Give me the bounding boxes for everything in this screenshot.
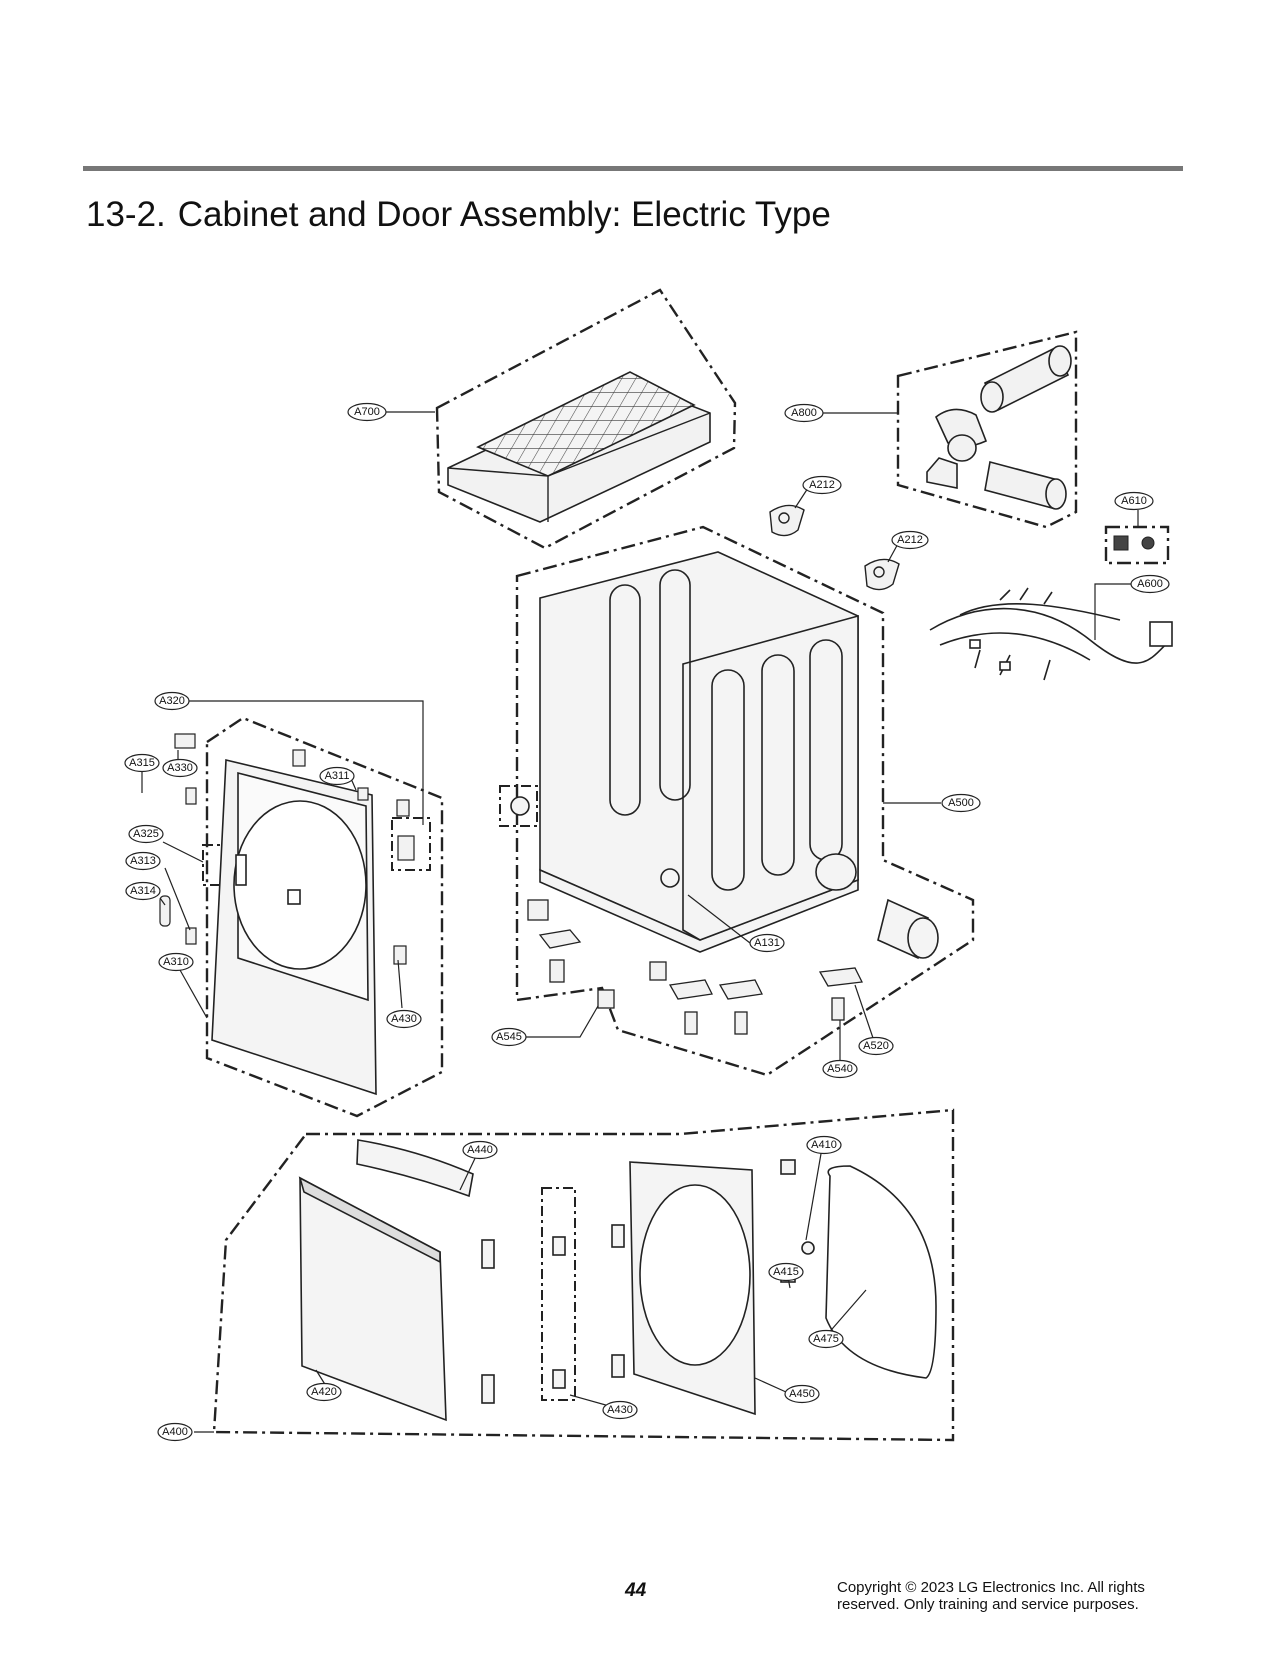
callout-a400: A400: [162, 1426, 188, 1438]
callout-oval-a520: [858, 1036, 894, 1056]
leader-a212-1: [794, 487, 809, 509]
a325-inset: [202, 844, 224, 886]
callout-a700: A700: [354, 406, 380, 418]
copyright-notice: Copyright © 2023 LG Electronics Inc. All…: [837, 1579, 1145, 1613]
a212-bracket-parts: [769, 504, 900, 591]
leader-a450: [754, 1377, 787, 1393]
callout-a310: A310: [163, 956, 189, 968]
callout-a320: A320: [159, 695, 185, 707]
callout-a311: A311: [325, 770, 350, 782]
callout-a500: A500: [948, 797, 974, 809]
callout-a430: A430: [391, 1013, 417, 1025]
top-cover-part: [447, 371, 711, 523]
a310-hinge-parts: [159, 733, 415, 965]
callout-a540: A540: [827, 1063, 853, 1075]
callout-a212: A212: [809, 479, 835, 491]
a610-part: [1113, 535, 1155, 551]
callout-a415: A415: [773, 1266, 799, 1278]
front-panel-part: [211, 758, 377, 1096]
callout-oval-a400: [157, 1422, 193, 1442]
callout-oval-a450: [784, 1384, 820, 1404]
callout-oval-a325: [128, 824, 164, 844]
callout-oval-a430-bottom: [602, 1400, 638, 1420]
callout-a475: A475: [813, 1333, 839, 1345]
a800-group-outline: [896, 330, 1078, 529]
callout-oval-a410: [806, 1135, 842, 1155]
cabinet-part: [510, 551, 939, 960]
callout-a800: A800: [791, 407, 817, 419]
callout-a520: A520: [863, 1040, 889, 1052]
a310-group-outline: [205, 716, 444, 1118]
callout-oval-a540: [822, 1059, 858, 1079]
door-parts: [298, 1139, 937, 1422]
callout-a325: A325: [133, 828, 159, 840]
callout-oval-a610: [1114, 491, 1154, 511]
callout-a450: A450: [789, 1388, 815, 1400]
leader-a545: [526, 1005, 599, 1038]
callout-oval-a800: [784, 403, 824, 423]
callout-oval-a310: [158, 952, 194, 972]
callout-a440: A440: [467, 1144, 493, 1156]
callout-a410: A410: [811, 1139, 837, 1151]
leader-a313: [164, 867, 191, 931]
section-number: 13-2.: [86, 195, 166, 234]
leader-a320: [187, 700, 424, 825]
callout-oval-a475: [808, 1329, 844, 1349]
a500-group-outline: [515, 525, 975, 1077]
callout-a545: A545: [496, 1031, 522, 1043]
a400-group-outline: [212, 1108, 955, 1442]
wire-harness-part: [929, 587, 1173, 681]
callout-oval-a314: [125, 881, 161, 901]
callout-oval-a212-2: [891, 530, 929, 550]
callout-a600: A600: [1137, 578, 1163, 590]
callout-oval-a600: [1130, 574, 1170, 594]
a610-group-outline: [1104, 525, 1170, 565]
leader-a430-top: [397, 959, 403, 1009]
callout-a430: A430: [607, 1404, 633, 1416]
leader-a475: [825, 1289, 867, 1337]
exhaust-duct-part: [926, 345, 1072, 510]
callout-a420: A420: [311, 1386, 337, 1398]
callout-a315: A315: [129, 757, 155, 769]
callout-oval-a212-1: [802, 475, 842, 495]
callout-a610: A610: [1121, 495, 1147, 507]
a131-left-inset: [499, 785, 538, 827]
callout-a131: A131: [754, 937, 780, 949]
copyright-line-2: reserved. Only training and service purp…: [837, 1596, 1139, 1613]
a330-inset: [391, 817, 431, 871]
leader-a325: [162, 841, 204, 863]
page-number: 44: [625, 1580, 647, 1601]
callout-oval-a500: [941, 793, 981, 813]
callout-oval-a415: [768, 1262, 804, 1282]
callout-oval-a430-top: [386, 1009, 422, 1029]
callout-oval-a440: [462, 1140, 498, 1160]
callout-oval-a311: [319, 766, 355, 786]
callout-oval-a320: [154, 691, 190, 711]
leader-a314: [159, 897, 166, 906]
leader-a131: [687, 894, 751, 944]
page-title: 13-2. Cabinet and Door Assembly: Electric…: [86, 195, 831, 235]
leader-a520: [854, 984, 874, 1039]
callout-a314: A314: [130, 885, 156, 897]
callout-oval-a313: [125, 851, 161, 871]
callout-a313: A313: [130, 855, 156, 867]
leader-a310: [179, 969, 208, 1019]
callout-oval-a330: [162, 758, 198, 778]
copyright-line-1: Copyright © 2023 LG Electronics Inc. All…: [837, 1579, 1145, 1596]
callout-oval-a315: [124, 753, 160, 773]
callout-oval-a420: [306, 1382, 342, 1402]
callout-a330: A330: [167, 762, 193, 774]
section-title: Cabinet and Door Assembly: Electric Type: [177, 195, 831, 234]
leader-a410: [805, 1147, 823, 1241]
callout-oval-a545: [491, 1027, 527, 1047]
foot-parts: [527, 899, 863, 1035]
leader-a600: [1094, 583, 1132, 640]
a430-hinge-inset: [541, 1187, 576, 1401]
header-rule: [83, 166, 1183, 171]
callout-oval-a700: [347, 402, 387, 422]
callout-a212: A212: [897, 534, 923, 546]
a700-group-outline: [435, 288, 737, 550]
callout-oval-a131: [749, 933, 785, 953]
